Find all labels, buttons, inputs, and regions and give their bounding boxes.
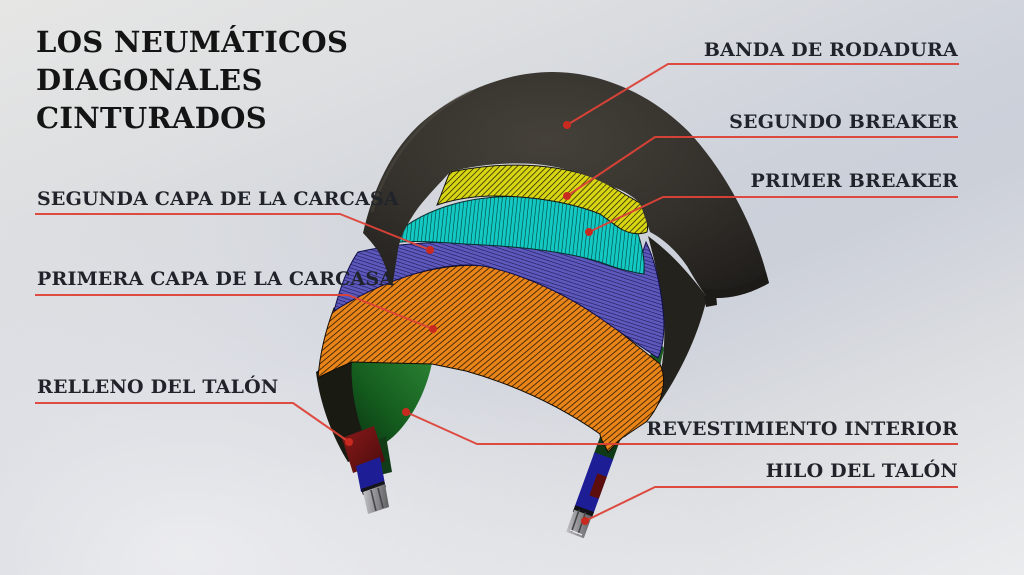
leader-relleno: [35, 402, 350, 443]
dot-bead-wire: [581, 517, 589, 525]
page-title-line-1: LOS NEUMÁTICOS: [36, 25, 349, 59]
page-title: LOS NEUMÁTICOS DIAGONALES CINTURADOS: [36, 24, 348, 138]
leader-dots: [345, 121, 593, 525]
label-segunda-capa-de-la-carcasa: SEGUNDA CAPA DE LA CARCASA: [37, 188, 399, 210]
dot-second-breaker: [563, 192, 571, 200]
label-revestimiento-interior: REVESTIMIENTO INTERIOR: [646, 418, 958, 440]
dot-second-carcass: [426, 246, 434, 254]
dot-first-carcass: [429, 325, 437, 333]
label-hilo-del-talon: HILO DEL TALÓN: [765, 460, 958, 482]
dot-first-breaker: [585, 228, 593, 236]
leader-segundo-breaker: [566, 136, 958, 197]
page-title-line-3: CINTURADOS: [36, 100, 267, 135]
second-breaker-yellow-ply: [436, 164, 649, 235]
tread-lip-tab: [704, 293, 717, 307]
leader-primera-capa: [35, 294, 434, 330]
page-title-line-2: DIAGONALES: [36, 62, 263, 97]
label-primer-breaker: PRIMER BREAKER: [750, 170, 958, 192]
leader-banda-de-rodadura: [566, 63, 959, 126]
dot-inner-liner: [402, 408, 410, 416]
label-relleno-del-talon: RELLENO DEL TALÓN: [37, 376, 279, 398]
tread-edge-highlight: [370, 89, 473, 213]
label-primera-capa-de-la-carcasa: PRIMERA CAPA DE LA CARCASA: [37, 268, 395, 290]
leader-hilo: [584, 486, 958, 522]
tread-side-face: [624, 236, 707, 438]
label-segundo-breaker: SEGUNDO BREAKER: [729, 111, 958, 133]
dot-bead-filler: [345, 438, 353, 446]
leader-segunda-capa: [35, 213, 431, 251]
bead-filler-right: [589, 473, 607, 499]
tread-bottom-lip: [702, 272, 769, 298]
bead-wire-right: [566, 509, 592, 539]
label-banda-de-rodadura: BANDA DE RODADURA: [703, 39, 958, 61]
leader-lines: [35, 63, 959, 522]
dot-tread: [563, 121, 571, 129]
tread: [363, 72, 769, 298]
leader-revestimiento: [405, 411, 958, 445]
bead-wire-left: [363, 484, 389, 514]
leader-primer-breaker: [588, 196, 958, 233]
